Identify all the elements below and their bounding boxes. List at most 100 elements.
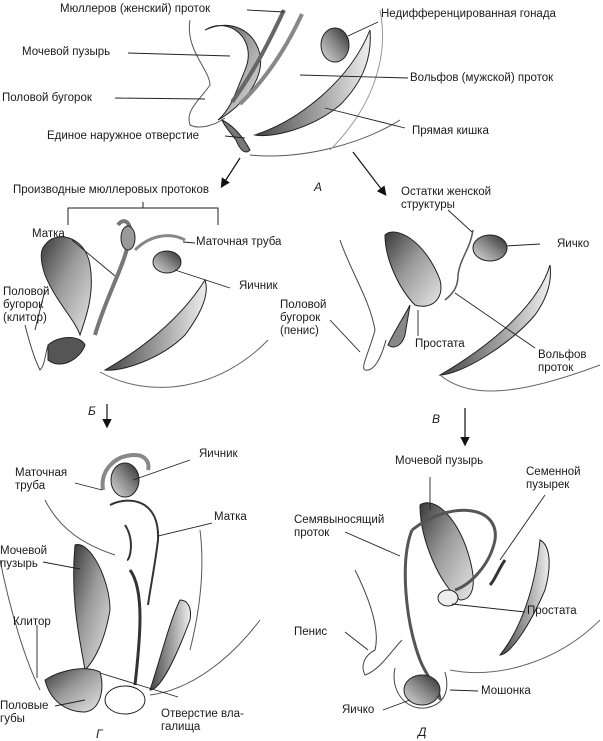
rectum-shape [149,599,191,691]
label-d-testis: Яичко [342,704,375,716]
panel-b-illustration [24,202,269,388]
label-v-genital-tubercle-2: бугорок [280,312,321,324]
label-a-bladder: Мочевой пузырь [22,46,111,58]
label-b-genital-tubercle-3: (клитор) [3,312,47,324]
leader-wolffian [299,74,409,79]
label-v-testis: Яичко [557,238,590,250]
leader-gonad [347,21,379,37]
sinus-shape [47,337,86,365]
panel-letter-a: А [314,180,323,194]
panel-d-leaders [344,477,546,711]
leader-bladder [127,52,231,57]
leader-vesicle [499,494,546,561]
bladder-shape [73,544,111,672]
tubercle-outline [24,324,49,371]
leader-uterus [157,522,213,537]
label-d-penis: Пенис [294,626,328,638]
fallopian-tube-shape [133,234,186,252]
panel-d-illustration [354,502,601,709]
label-g-fallopian-tube-2: труба [15,480,46,492]
bladder-shape [384,231,442,307]
label-b-ovary: Яичник [239,280,278,292]
label-v-wolffian-duct-2: проток [538,362,574,374]
lower-outline [439,364,601,392]
lower-outline [99,339,269,388]
leader-ovary [132,459,191,481]
ovary-shape [152,250,182,274]
lower-outline [449,619,601,673]
leader-rectum [324,107,406,129]
vestibule-shape [44,668,103,713]
body-outline [0,499,261,696]
leader-vaginal [99,672,179,698]
prostate-shape [437,589,459,607]
leader-testis [505,243,541,247]
scrotum-outline [393,667,448,709]
arrow-a-to-v [352,151,387,196]
leader-bladder [42,561,81,570]
vagina-shape [128,569,142,686]
leader-tubercle [114,97,206,100]
arrow-a-to-b [220,157,241,189]
label-g-labia-1: Половые [0,700,49,712]
testis-shape [472,234,508,262]
label-d-seminal-vesicle-1: Семенной [526,466,581,478]
label-b-mullerian-derivatives: Производные мюллеровых протоков [13,184,209,196]
label-b-genital-tubercle-2: бугорок [3,299,44,311]
panel-a-leaders [114,9,409,139]
rectum-shape [498,539,550,656]
panel-a-illustration [188,9,401,157]
label-g-clitoris: Клитор [13,616,51,628]
leader-wolffian [454,292,536,349]
panel-letter-v: В [432,412,441,426]
bracket [67,202,219,225]
label-a-common-opening: Единое наружное отверстие [47,130,200,142]
label-g-fallopian-tube-1: Маточная [15,467,68,479]
leader-mullerian [246,9,285,13]
label-v-female-remnants-1: Остатки женской [401,186,492,198]
label-g-uterus: Матка [214,511,247,523]
label-v-genital-tubercle-1: Половой [280,299,327,311]
wolffian-duct-shape [238,13,304,106]
label-g-bladder-2: пузырь [0,558,38,570]
rectum-shape [253,29,371,137]
leader-remnants [447,209,473,233]
label-b-genital-tubercle-1: Половой [3,286,50,298]
body-outline [188,19,226,128]
label-a-genital-tubercle: Половой бугорок [2,92,92,104]
label-g-bladder-1: Мочевой [0,545,48,557]
leader-penis [344,631,369,651]
label-g-vaginal-opening-1: Отверстие вла- [161,708,244,720]
label-v-genital-tubercle-3: (пенис) [280,325,319,337]
opening-shape [104,685,146,715]
label-a-rectum: Прямая кишка [412,125,489,137]
label-a-wolffian-duct: Вольфов (мужской) проток [410,72,554,84]
label-v-prostate: Простата [415,338,465,350]
penis-outline [354,569,403,676]
leader-tube [182,241,196,244]
mullerian-duct-shape [230,9,286,104]
leader-labia [54,699,86,707]
label-d-scrotum: Мошонка [481,685,531,697]
leader-prostate [451,603,526,613]
leader-tube [74,482,103,491]
remnant-duct [444,229,474,301]
label-v-female-remnants-2: структуры [401,199,455,211]
label-a-undifferentiated-gonad: Недифференцированная гонада [381,8,556,20]
prostate-shape [387,304,411,348]
panel-b-leaders [34,239,231,331]
uterus-shape [109,499,160,606]
outer-curve [329,9,384,151]
label-d-bladder: Мочевой пузырь [395,455,484,467]
label-g-vaginal-opening-2: галища [161,721,201,733]
panel-g-illustration [0,452,261,715]
panel-v-leaders [329,209,541,353]
label-d-prostate: Простата [527,605,577,617]
label-b-uterus: Матка [32,228,65,240]
leader-opening [224,135,246,139]
cloaca-shape [221,118,251,153]
label-d-vas-deferens-1: Семявыносящий [294,514,385,526]
label-d-vas-deferens-2: проток [294,527,330,539]
label-g-labia-2: губы [0,713,25,725]
